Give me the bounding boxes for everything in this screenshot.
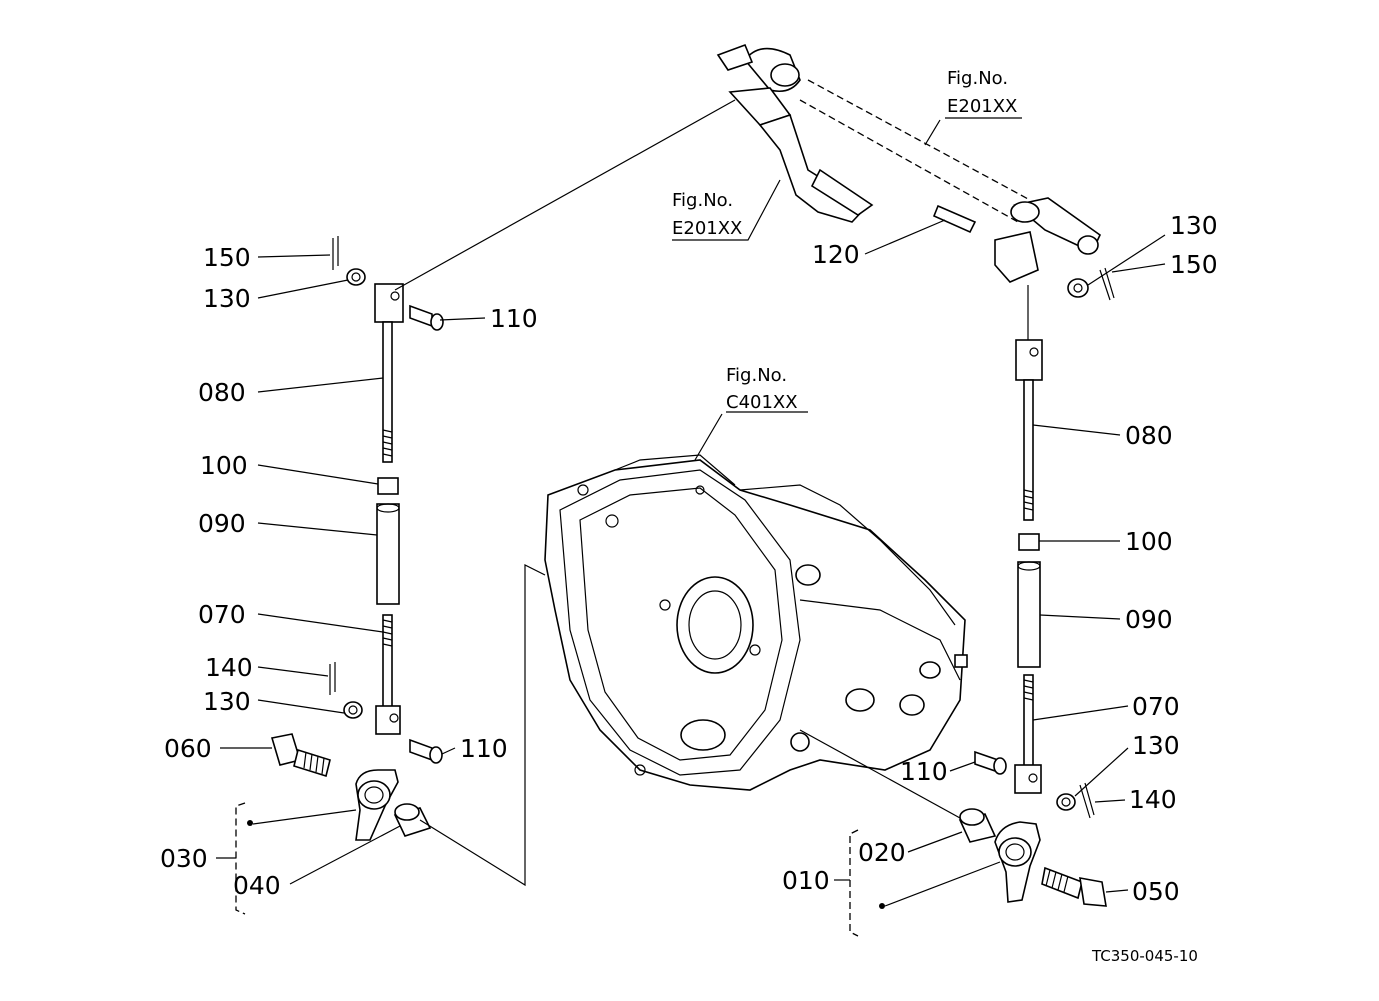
- label-040: 040: [233, 871, 281, 900]
- pedal-shaft-assembly: [716, 43, 1102, 283]
- label-080: 080: [198, 378, 246, 407]
- label-100: 100: [1125, 527, 1173, 556]
- label-130b: 130: [203, 687, 251, 716]
- label-070: 070: [198, 600, 246, 629]
- label-090: 090: [198, 509, 246, 538]
- label-110: 110: [490, 304, 538, 333]
- label-140: 140: [205, 653, 253, 682]
- label-080: 080: [1125, 421, 1173, 450]
- label-050: 050: [1132, 877, 1180, 906]
- label-110: 110: [900, 757, 948, 786]
- label-130: 130: [1170, 211, 1218, 240]
- label-060: 060: [164, 734, 212, 763]
- label-010: 010: [782, 866, 830, 895]
- left-linkage: [270, 236, 546, 887]
- svg-text:E201XX: E201XX: [672, 218, 742, 239]
- label-150: 150: [1170, 250, 1218, 279]
- svg-text:Fig.No.: Fig.No.: [672, 190, 733, 211]
- svg-text:E201XX: E201XX: [947, 96, 1017, 117]
- assembly-dot: [247, 820, 253, 826]
- label-030: 030: [160, 844, 208, 873]
- right-linkage: [799, 267, 1115, 907]
- label-140: 140: [1129, 785, 1177, 814]
- leader-lines: [216, 117, 1166, 937]
- transmission-housing: [544, 454, 968, 791]
- label-110b: 110: [460, 734, 508, 763]
- svg-text:C401XX: C401XX: [726, 392, 798, 413]
- fig-ref-top-right: Fig.No. E201XX: [947, 68, 1017, 117]
- right-part-labels: 120 130 150 080 100 090 070 130 140 110 …: [782, 211, 1218, 906]
- assembly-dot: [879, 903, 885, 909]
- fig-ref-center: Fig.No. C401XX: [726, 365, 798, 413]
- label-130: 130: [203, 284, 251, 313]
- fig-ref-top-center: Fig.No. E201XX: [672, 190, 742, 239]
- link-line: [394, 99, 736, 291]
- label-020: 020: [858, 838, 906, 867]
- label-130b: 130: [1132, 731, 1180, 760]
- left-part-labels: 150 130 110 080 100 090 070 140 130 060 …: [160, 243, 538, 900]
- svg-text:Fig.No.: Fig.No.: [947, 68, 1008, 89]
- label-150: 150: [203, 243, 251, 272]
- svg-text:Fig.No.: Fig.No.: [726, 365, 787, 386]
- label-070: 070: [1132, 692, 1180, 721]
- label-120: 120: [812, 240, 860, 269]
- label-090: 090: [1125, 605, 1173, 634]
- label-100: 100: [200, 451, 248, 480]
- drawing-code: TC350-045-10: [1091, 947, 1198, 965]
